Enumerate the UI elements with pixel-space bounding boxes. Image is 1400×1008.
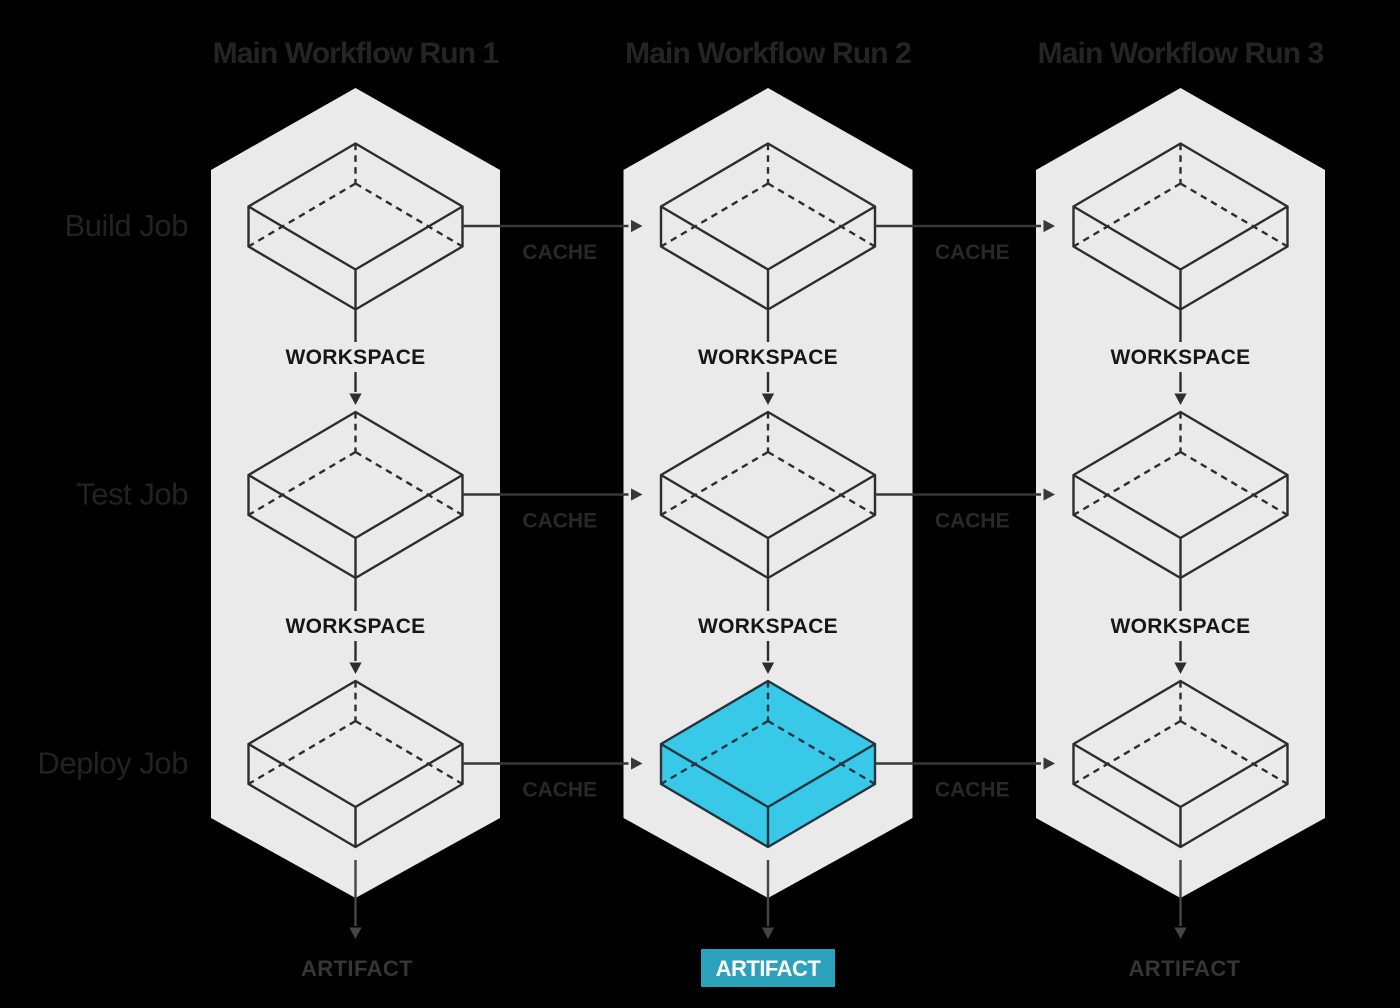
svg-text:Build Job: Build Job [65,208,188,243]
svg-text:ARTIFACT: ARTIFACT [716,956,822,981]
svg-text:Main Workflow Run 1: Main Workflow Run 1 [213,37,499,70]
svg-text:WORKSPACE: WORKSPACE [698,346,838,369]
svg-text:WORKSPACE: WORKSPACE [286,615,426,638]
svg-text:ARTIFACT: ARTIFACT [1129,956,1241,981]
svg-text:WORKSPACE: WORKSPACE [286,346,426,369]
svg-text:WORKSPACE: WORKSPACE [698,615,838,638]
svg-text:Test Job: Test Job [76,477,188,512]
svg-text:CACHE: CACHE [935,241,1010,264]
svg-text:Main Workflow Run 2: Main Workflow Run 2 [625,37,911,70]
svg-text:CACHE: CACHE [522,241,597,264]
svg-text:Deploy Job: Deploy Job [37,746,188,781]
svg-text:CACHE: CACHE [935,510,1010,533]
svg-text:Main Workflow Run 3: Main Workflow Run 3 [1038,37,1324,70]
svg-text:CACHE: CACHE [522,779,597,802]
svg-text:CACHE: CACHE [935,779,1010,802]
svg-text:WORKSPACE: WORKSPACE [1111,615,1251,638]
svg-text:ARTIFACT: ARTIFACT [301,956,413,981]
svg-text:CACHE: CACHE [522,510,597,533]
svg-text:WORKSPACE: WORKSPACE [1111,346,1251,369]
